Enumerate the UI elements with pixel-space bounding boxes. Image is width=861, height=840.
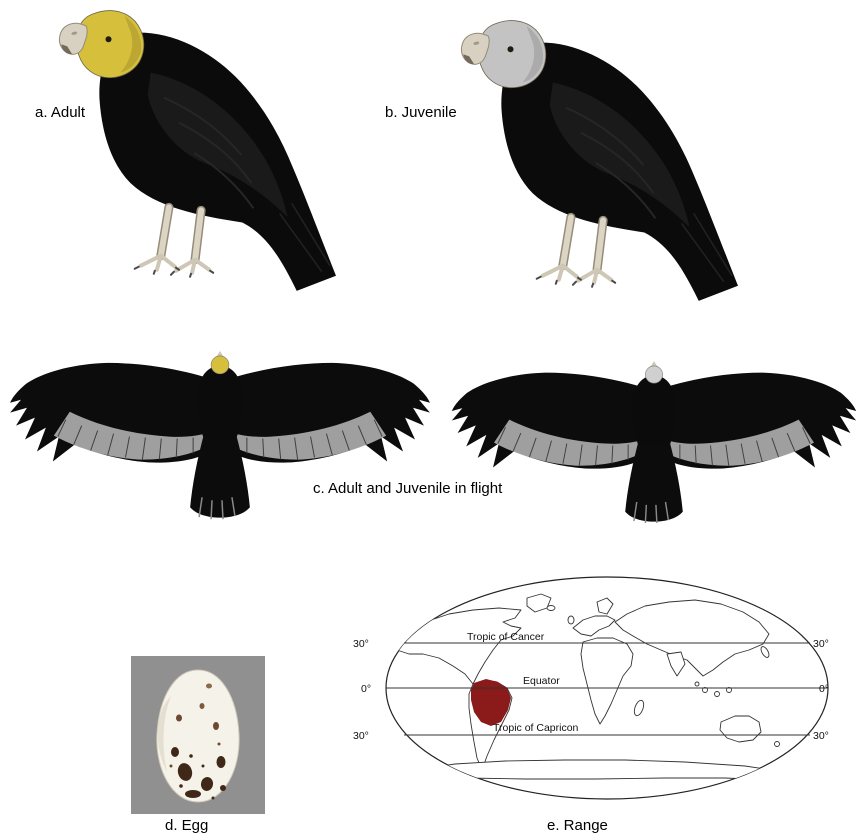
flying-adult-illustration <box>6 350 434 549</box>
egg-shading <box>157 696 171 772</box>
iceland <box>546 605 556 611</box>
range-map-svg: Tropic of Cancer Equator Tropic of Capri… <box>353 576 829 800</box>
caption-adult: a. Adult <box>35 104 86 121</box>
madagascar <box>633 699 645 717</box>
perched-juvenile-illustration <box>430 12 742 314</box>
range-map: Tropic of Cancer Equator Tropic of Capri… <box>345 572 845 804</box>
tick-right-0: 0° <box>819 683 829 695</box>
japan <box>760 646 770 658</box>
egg-blotches <box>169 683 226 800</box>
egg-svg <box>131 656 265 814</box>
caption-juvenile: b. Juvenile <box>385 104 457 121</box>
flying-juvenile-vulture <box>452 361 856 523</box>
egg-photo <box>131 656 265 814</box>
tick-right-30n: 30° <box>813 638 829 650</box>
british-isles <box>567 615 575 625</box>
india <box>666 651 686 677</box>
africa <box>580 637 634 725</box>
tropic-of-cancer-label: Tropic of Cancer <box>467 631 545 643</box>
asia <box>614 599 770 677</box>
tick-left-30n: 30° <box>353 638 369 650</box>
scandinavia <box>596 597 614 615</box>
north-america <box>396 607 522 685</box>
europe <box>572 615 616 637</box>
caption-range: e. Range <box>547 817 608 834</box>
island <box>694 681 700 687</box>
species-range <box>471 679 511 726</box>
perched-juvenile-svg <box>430 12 742 314</box>
latitude-lines <box>386 642 828 736</box>
tick-right-30s: 30° <box>813 730 829 742</box>
perched-adult-illustration <box>28 2 340 304</box>
new-zealand <box>774 741 780 747</box>
island <box>714 691 720 697</box>
perched-adult-vulture <box>59 11 336 291</box>
caption-egg: d. Egg <box>165 817 209 834</box>
perched-juvenile-vulture <box>461 21 738 301</box>
flying-adult-svg <box>6 350 434 549</box>
egg-shell <box>156 669 240 803</box>
perched-adult-svg <box>28 2 340 304</box>
flying-juvenile-illustration <box>448 360 860 552</box>
equator-label: Equator <box>523 675 560 687</box>
tick-left-30s: 30° <box>353 730 369 742</box>
caption-flight: c. Adult and Juvenile in flight <box>313 480 503 497</box>
tropic-of-capricorn-label: Tropic of Capricon <box>493 722 579 734</box>
flying-juvenile-svg <box>448 360 860 552</box>
tick-left-0: 0° <box>361 683 371 695</box>
